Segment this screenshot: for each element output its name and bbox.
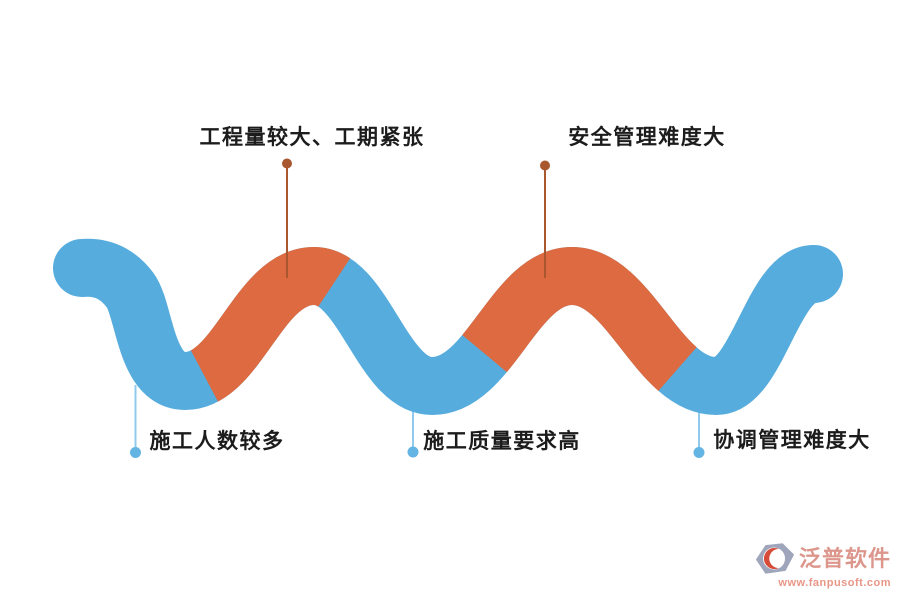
watermark-brand-text: 泛普软件: [798, 545, 891, 571]
logo-crescent: [763, 548, 779, 569]
label-safety-management: 安全管理难度大: [568, 126, 726, 149]
bottom-connector-dot-2: [407, 446, 419, 458]
top-connectors: [282, 158, 550, 278]
label-coordination-management: 协调管理难度大: [713, 429, 871, 452]
label-quality-requirement: 施工质量要求高: [423, 430, 581, 453]
label-worker-count: 施工人数较多: [149, 430, 285, 453]
bottom-connector-dot-1: [130, 447, 141, 458]
label-workload-schedule: 工程量较大、工期紧张: [199, 126, 425, 149]
watermark: 泛普软件 www.fanpusoft.com: [752, 542, 891, 589]
top-connector-dot-1: [282, 158, 292, 169]
bottom-connector-dot-3: [693, 447, 705, 458]
fanpu-logo-icon: [755, 543, 795, 574]
wave-ribbon: [53, 238, 843, 416]
top-connector-dot-2: [540, 160, 550, 171]
watermark-url-text: www.fanpusoft.com: [778, 577, 891, 589]
